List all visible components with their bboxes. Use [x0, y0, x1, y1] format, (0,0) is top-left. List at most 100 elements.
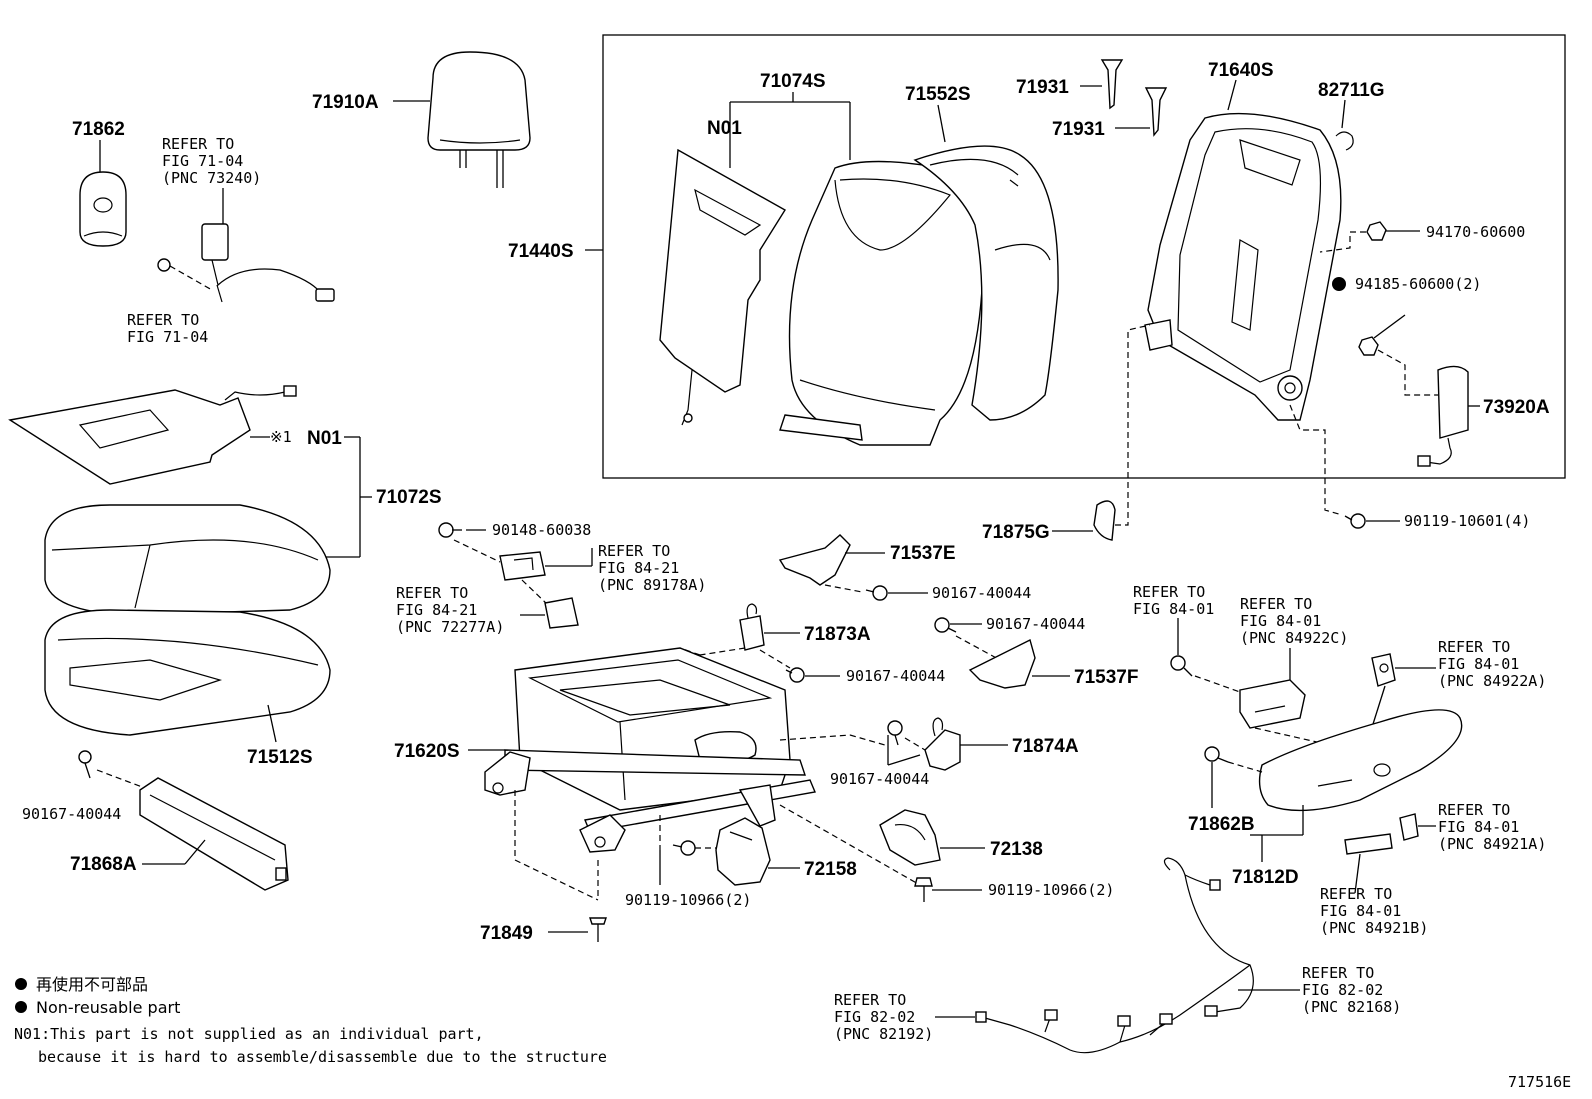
label-73920A: 73920A [1483, 397, 1550, 418]
bolt-90167-left[interactable] [78, 750, 92, 779]
svg-text:(PNC 73240): (PNC 73240) [162, 169, 261, 187]
clip-71931-b[interactable] [1144, 87, 1168, 137]
cushion-pad-part[interactable] [44, 609, 331, 736]
nut-94170[interactable] [1366, 221, 1387, 241]
svg-text:REFER TO: REFER TO [1320, 885, 1392, 903]
svg-text:(PNC 82168): (PNC 82168) [1302, 998, 1401, 1016]
refer-fig84-21-pnc72277A[interactable]: REFER TO FIG 84-21 (PNC 72277A) [396, 584, 504, 636]
refer-fig84-01-pnc84922A[interactable]: REFER TO FIG 84-01 (PNC 84922A) [1438, 638, 1546, 690]
seat-heater-sheet-part[interactable] [8, 385, 297, 485]
label-71873A: 71873A [804, 624, 871, 645]
svg-text:FIG 84-01: FIG 84-01 [1320, 902, 1401, 920]
svg-text:REFER TO: REFER TO [1438, 801, 1510, 819]
cover-72138[interactable] [879, 809, 941, 866]
legend-en: Non-reusable part [36, 998, 180, 1017]
knob-84921A[interactable] [1399, 813, 1419, 841]
label-71875G: 71875G [982, 522, 1050, 543]
svg-text:(PNC 72277A): (PNC 72277A) [396, 618, 504, 636]
svg-text:REFER TO: REFER TO [162, 135, 234, 153]
bracket-71873A[interactable] [739, 603, 765, 651]
bolt-90119-10966-left[interactable] [672, 840, 696, 856]
bracket-71874A[interactable] [924, 717, 961, 771]
refer-fig84-01[interactable]: REFER TO FIG 84-01 [1133, 583, 1214, 618]
svg-text:(PNC 84921A): (PNC 84921A) [1438, 835, 1546, 853]
refer-fig71-04-pnc73240[interactable]: REFER TO FIG 71-04 (PNC 73240) [162, 135, 261, 187]
refer-fig71-04[interactable]: REFER TO FIG 71-04 [127, 311, 208, 346]
bolt-90167-a[interactable] [865, 585, 888, 601]
refer-fig84-01-pnc84921A[interactable]: REFER TO FIG 84-01 (PNC 84921A) [1438, 801, 1546, 853]
pin-71849[interactable] [589, 917, 607, 942]
refer-fig82-02-pnc82168[interactable]: REFER TO FIG 82-02 (PNC 82168) [1302, 964, 1401, 1016]
cover-71537E[interactable] [778, 534, 851, 586]
legend-jp: 再使用不可部品 [36, 975, 148, 994]
bolt-90167-b[interactable] [934, 617, 957, 633]
refer-fig84-01-pnc84921B[interactable]: REFER TO FIG 84-01 (PNC 84921B) [1320, 885, 1428, 937]
clip-71931-a[interactable] [1100, 59, 1124, 110]
bolt-71862B[interactable] [1204, 746, 1229, 763]
refer-fig84-21-pnc89178A[interactable]: REFER TO FIG 84-21 (PNC 89178A) [598, 542, 706, 594]
bolt-left-shield[interactable] [1170, 655, 1193, 677]
label-71620S: 71620S [394, 741, 460, 762]
cover-71537F[interactable] [968, 638, 1036, 689]
note-line2: because it is hard to assemble/disassemb… [38, 1048, 607, 1066]
bolt-90167-c[interactable] [785, 667, 805, 683]
switch-84922C[interactable] [1239, 679, 1306, 729]
cover-72158[interactable] [715, 817, 771, 886]
bolt-90119-10601[interactable] [1344, 513, 1366, 529]
sensor-89178A[interactable] [499, 551, 546, 581]
svg-text:REFER TO: REFER TO [1438, 638, 1510, 656]
side-airbag-73920A[interactable] [1417, 365, 1469, 467]
seatback-cover-part[interactable] [779, 160, 983, 446]
label-71537E: 71537E [890, 543, 956, 564]
svg-text:FIG 84-01: FIG 84-01 [1438, 818, 1519, 836]
label-71552S: 71552S [905, 84, 971, 105]
svg-text:REFER TO: REFER TO [834, 991, 906, 1009]
label-90119-10601: 90119-10601(4) [1404, 512, 1530, 530]
shield-71868A-part[interactable] [139, 777, 289, 891]
label-94170: 94170-60600 [1426, 223, 1525, 241]
cushion-cover-part[interactable] [44, 504, 331, 616]
svg-text:FIG 84-21: FIG 84-21 [598, 559, 679, 577]
label-94185: 94185-60600(2) [1355, 275, 1481, 293]
seat-adjuster-71620S[interactable] [484, 647, 816, 853]
label-90148: 90148-60038 [492, 521, 591, 539]
seatback-frame-part[interactable] [1144, 112, 1342, 421]
label-71072S: 71072S [376, 487, 442, 508]
svg-text:REFER TO: REFER TO [1302, 964, 1374, 982]
svg-text:FIG 84-01: FIG 84-01 [1438, 655, 1519, 673]
svg-text:FIG 84-01: FIG 84-01 [1133, 600, 1214, 618]
nut-94185[interactable] [1358, 336, 1379, 356]
label-71931-b: 71931 [1052, 119, 1105, 140]
switch-knob-84922A[interactable] [1371, 653, 1396, 687]
note-line1: N01:This part is not supplied as an indi… [14, 1025, 484, 1043]
back-heater-sheet-part[interactable] [659, 148, 786, 426]
bracket-72277A[interactable] [544, 597, 579, 629]
belt-buckle-part[interactable] [157, 223, 335, 303]
svg-text:REFER TO: REFER TO [127, 311, 199, 329]
seatback-pad-part[interactable] [913, 145, 1059, 421]
label-N01-cushion: N01 [307, 428, 342, 449]
knob-84921B[interactable] [1344, 833, 1393, 855]
refer-fig84-01-pnc84922C[interactable]: REFER TO FIG 84-01 (PNC 84922C) [1240, 595, 1348, 647]
label-90119-10966-b: 90119-10966(2) [988, 881, 1114, 899]
label-90167-c: 90167-40044 [846, 667, 945, 685]
refer-fig82-02-pnc82192[interactable]: REFER TO FIG 82-02 (PNC 82192) [834, 991, 933, 1043]
wire-harness[interactable] [975, 857, 1254, 1054]
headrest-part[interactable] [427, 51, 531, 188]
seatback-group-box [602, 34, 1566, 479]
clip-82711G[interactable] [1335, 131, 1354, 151]
svg-text:FIG 71-04: FIG 71-04 [162, 152, 243, 170]
cover-71875G[interactable] [1093, 500, 1116, 541]
label-71512S: 71512S [247, 747, 313, 768]
bolt-90148[interactable] [438, 522, 462, 538]
svg-text:(PNC 84922C): (PNC 84922C) [1240, 629, 1348, 647]
label-71910A: 71910A [312, 92, 379, 113]
label-90167-e: 90167-40044 [22, 805, 121, 823]
bolt-90167-d[interactable] [887, 720, 903, 746]
label-71862B: 71862B [1188, 814, 1255, 835]
label-71440S: 71440S [508, 241, 574, 262]
cover-71862-part[interactable] [79, 171, 127, 247]
side-shield-71812D[interactable] [1258, 709, 1463, 812]
bolt-90119-10966-right[interactable] [914, 877, 933, 902]
